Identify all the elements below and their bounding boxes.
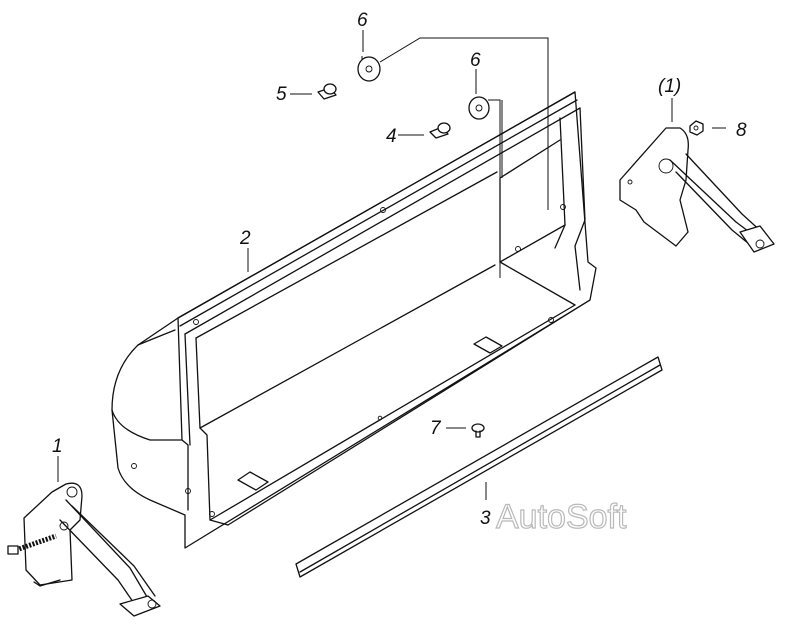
label-part-8: 8 [736,120,747,141]
leader-lines [57,30,726,500]
label-part-7: 7 [430,418,442,439]
label-part-2: 2 [239,228,251,249]
part-1-hinge-bracket [7,482,161,617]
label-part-6a: 6 [357,10,368,31]
part-7-pin [471,423,485,438]
label-part-1-ref: (1) [658,76,681,97]
part-3-trim-strip [295,356,663,578]
part-6-washer-lower [468,96,490,120]
part-5-screw [317,83,337,100]
label-part-3: 3 [480,508,491,529]
label-part-5: 5 [276,84,287,105]
part-6-washer-upper [357,56,381,82]
label-part-6b: 6 [470,50,481,71]
part-2-glove-box [111,91,597,549]
part-8-nut [689,120,704,136]
part-4-screw [429,122,451,139]
label-part-1: 1 [52,436,63,457]
watermark: AutoSoft [496,498,627,536]
label-part-4: 4 [386,126,397,147]
part-1-ref-hinge-bracket [619,127,775,253]
